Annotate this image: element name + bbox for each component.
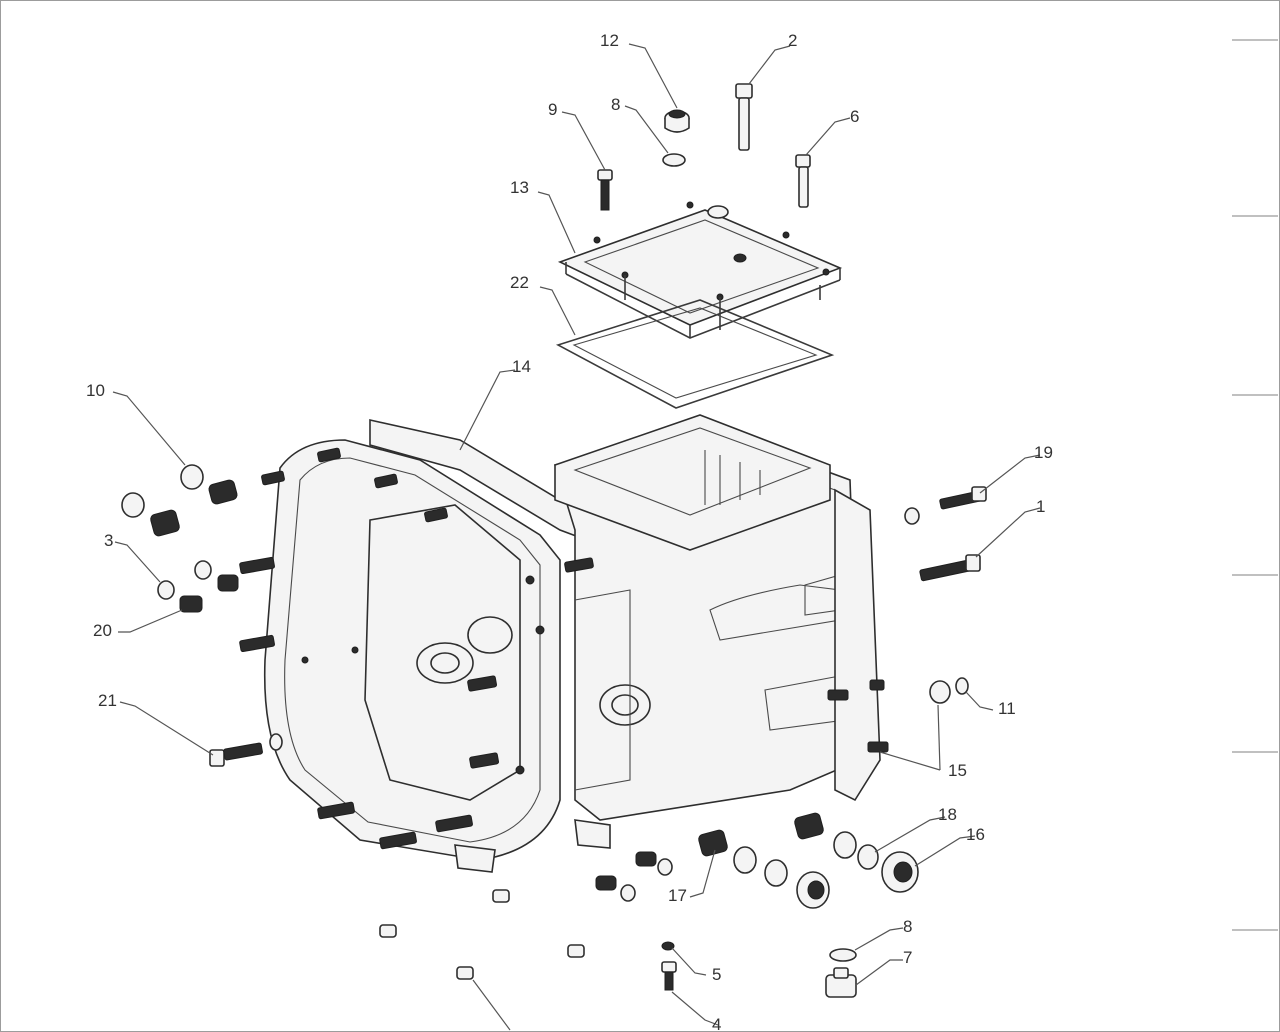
callout-8-top: 8 [611, 95, 620, 114]
callout-21: 21 [98, 691, 117, 710]
long-bolt-part [735, 83, 753, 151]
callout-22: 22 [510, 273, 529, 292]
callout-13: 13 [510, 178, 529, 197]
callout-6: 6 [850, 107, 859, 126]
callout-5: 5 [712, 965, 721, 984]
callout-12-top: 12 [600, 31, 619, 50]
top-cover-group [555, 83, 843, 409]
callout-18: 18 [938, 805, 957, 824]
callout-16: 16 [966, 825, 985, 844]
leader-lines [112, 43, 1041, 1031]
screw-part [597, 169, 613, 211]
plug-part [664, 109, 690, 133]
callout-2: 2 [788, 31, 797, 50]
callout-17: 17 [668, 886, 687, 905]
callout-8-bottom: 8 [903, 917, 912, 936]
gearbox-housing-part [263, 414, 881, 873]
right-small-parts [379, 486, 987, 998]
callout-7: 7 [903, 948, 912, 967]
callout-1: 1 [1036, 497, 1045, 516]
callout-14: 14 [512, 357, 531, 376]
left-small-parts [121, 464, 283, 767]
cover-plate-part [557, 201, 843, 339]
callout-15: 15 [948, 761, 967, 780]
callout-19: 19 [1034, 443, 1053, 462]
housing-bolts [239, 447, 889, 850]
gasket-part [555, 299, 835, 409]
callout-labels: 12 2 9 8 6 13 22 14 10 19 1 3 20 21 11 1… [86, 31, 1053, 1032]
edge-ticks [1232, 39, 1278, 931]
callout-10: 10 [86, 381, 105, 400]
bolt-part [795, 154, 811, 208]
washer-part [662, 153, 686, 167]
callout-3: 3 [104, 531, 113, 550]
callout-20: 20 [93, 621, 112, 640]
callout-11: 11 [998, 699, 1016, 718]
callout-9: 9 [548, 100, 557, 119]
callout-4: 4 [712, 1015, 721, 1032]
